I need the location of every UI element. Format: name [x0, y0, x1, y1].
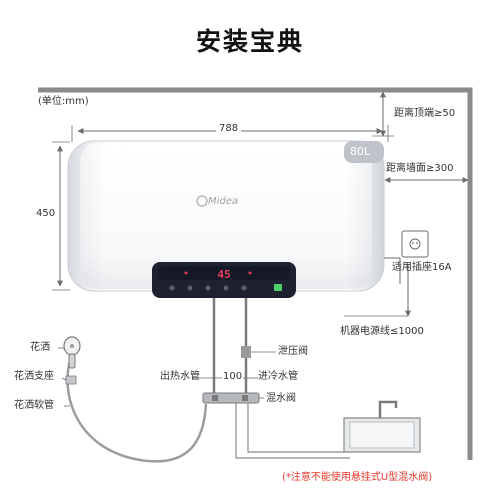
top-clearance-label: 距离顶端≥50 [394, 108, 456, 119]
drain-pipe [247, 403, 350, 453]
panel-button-icon [169, 285, 175, 291]
shower-hose [66, 359, 208, 463]
shower-head-label: 花洒 [30, 342, 50, 353]
tank-shading [80, 143, 372, 289]
valve-knob-icon [242, 395, 248, 401]
panel-button-icon [205, 285, 211, 291]
hot-outlet-label: 出热水管 [160, 371, 200, 382]
shower-handle-icon [68, 353, 76, 369]
width-label: 788 [216, 123, 242, 135]
unit-label: (单位:mm) [38, 96, 89, 107]
mixing-valve-icon [202, 392, 260, 404]
warning-note: (*注意不能使用悬挂式U型混水阀) [282, 472, 433, 483]
power-indicator-icon [274, 284, 282, 291]
shower-hose-label: 花洒软管 [14, 400, 54, 411]
relief-valve-icon [241, 346, 251, 358]
wall-outline [38, 87, 473, 460]
brand-logo-icon [196, 195, 208, 207]
socket-hole-icon [412, 242, 414, 244]
socket-face-icon [409, 238, 421, 250]
brand-logo: Midea [208, 196, 239, 207]
capacity-badge [344, 141, 384, 163]
socket-hole-icon [416, 242, 418, 244]
faucet-icon [378, 400, 398, 418]
pipe-spacing-label: 100 [222, 371, 244, 383]
shower-holder-label: 花洒支座 [14, 371, 54, 382]
wall-clearance-label: 距离墙面≥300 [386, 163, 454, 174]
valve-knob-icon [212, 395, 218, 401]
display-window [158, 266, 290, 280]
sink-basin-icon [349, 421, 415, 449]
cable-length-label: 机器电源线≤1000 [340, 326, 424, 337]
supply-line [235, 403, 350, 459]
shower-holder-icon [65, 375, 77, 385]
relief-valve-label: 泄压阀 [278, 346, 308, 357]
shower-holder-leader [61, 377, 67, 381]
mixing-valve-label: 混水阀 [266, 393, 296, 404]
capacity-label: 80L [350, 145, 371, 158]
socket-icon [401, 230, 429, 258]
socket-label: 适用插座16A [392, 262, 452, 273]
height-label: 450 [36, 208, 56, 220]
panel-button-icon [241, 285, 247, 291]
display-indicator-icon [248, 271, 252, 275]
display-indicator-icon [184, 271, 188, 275]
cold-inlet-label: 进冷水管 [258, 371, 298, 382]
page-title: 安装宝典 [195, 27, 304, 56]
display-digits: 45 [217, 268, 230, 281]
panel-button-icon [223, 285, 229, 291]
power-cable [384, 257, 401, 284]
panel-button-icon [187, 285, 193, 291]
shower-nozzle-icon [70, 344, 74, 348]
